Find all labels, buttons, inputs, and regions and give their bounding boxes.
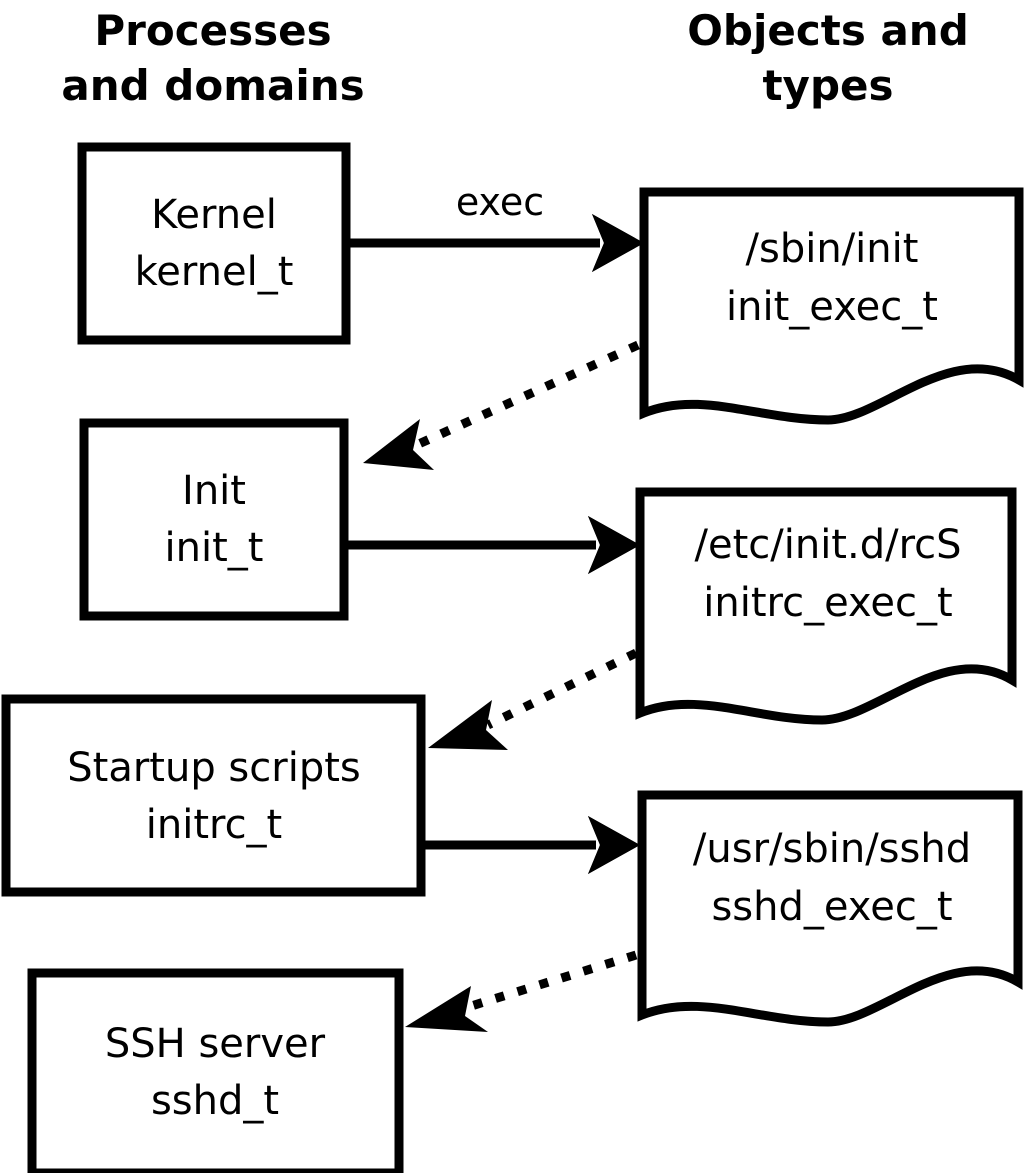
- overlay-arrowhead-exec-rcs: [588, 516, 640, 574]
- object-node-etc-initd-rcs-type: initrc_exec_t: [703, 580, 952, 626]
- process-node-init-type: init_t: [165, 525, 264, 571]
- process-node-kernel-name: Kernel: [151, 192, 277, 238]
- object-node-sbin-init-type: init_exec_t: [726, 284, 938, 330]
- object-node-usr-sbin-sshd-type: sshd_exec_t: [711, 884, 952, 930]
- process-node-ssh-server-box[interactable]: [27, 968, 404, 1173]
- object-node-sbin-init-path: /sbin/init: [746, 226, 919, 272]
- overlay-arrowhead-exec-sshd: [588, 816, 640, 874]
- edge-initrcexec-transition-initrc-line: [486, 648, 638, 730]
- edge-sshdexec-transition-sshd: [405, 950, 638, 1032]
- edge-initrcexec-transition-initrc: [428, 648, 638, 750]
- object-node-etc-initd-rcs[interactable]: /etc/init.d/rcS initrc_exec_t: [635, 487, 1017, 725]
- object-node-usr-sbin-sshd-path: /usr/sbin/sshd: [693, 826, 971, 872]
- column-header-processes-line2: and domains: [61, 61, 364, 110]
- column-header-objects-line2: types: [762, 61, 893, 110]
- overlay-arrowhead-exec-init: [592, 214, 644, 272]
- edge-initexec-transition-init-arrowhead: [363, 419, 434, 470]
- process-node-ssh-server-type: sshd_t: [151, 1078, 279, 1124]
- process-node-ssh-server[interactable]: SSH server sshd_t: [27, 968, 404, 1173]
- process-node-init[interactable]: Init init_t: [79, 418, 349, 621]
- edge-initrcexec-transition-initrc-arrowhead: [428, 700, 508, 750]
- process-node-kernel-box[interactable]: [77, 142, 351, 345]
- process-node-kernel[interactable]: Kernel kernel_t: [77, 142, 351, 345]
- object-node-usr-sbin-sshd-shape[interactable]: [637, 790, 1023, 1027]
- column-header-objects: Objects and types: [687, 6, 969, 110]
- object-node-sbin-init[interactable]: /sbin/init init_exec_t: [639, 187, 1024, 425]
- process-node-startup-scripts-box[interactable]: [1, 694, 426, 897]
- process-node-startup-scripts[interactable]: Startup scripts initrc_t: [1, 694, 426, 897]
- object-node-sbin-init-shape[interactable]: [639, 187, 1024, 425]
- arrowhead-overlays: [588, 214, 644, 874]
- edge-initexec-transition-init-line: [410, 340, 640, 452]
- object-node-etc-initd-rcs-shape[interactable]: [635, 487, 1017, 725]
- process-node-ssh-server-name: SSH server: [105, 1021, 326, 1067]
- column-header-processes: Processes and domains: [61, 6, 364, 110]
- object-node-etc-initd-rcs-path: /etc/init.d/rcS: [694, 522, 961, 568]
- process-node-init-box[interactable]: [79, 418, 349, 621]
- object-node-usr-sbin-sshd[interactable]: /usr/sbin/sshd sshd_exec_t: [637, 790, 1023, 1027]
- edge-sshdexec-transition-sshd-line: [466, 950, 638, 1012]
- column-header-objects-line1: Objects and: [687, 6, 969, 55]
- edge-label-exec: exec: [456, 180, 544, 224]
- process-node-startup-scripts-type: initrc_t: [146, 802, 283, 848]
- edge-sshdexec-transition-sshd-arrowhead: [405, 986, 488, 1032]
- column-header-processes-line1: Processes: [94, 6, 331, 55]
- edge-initexec-transition-init: [363, 340, 640, 470]
- process-node-init-name: Init: [182, 468, 246, 514]
- process-node-startup-scripts-name: Startup scripts: [67, 745, 360, 791]
- process-node-kernel-type: kernel_t: [135, 249, 294, 295]
